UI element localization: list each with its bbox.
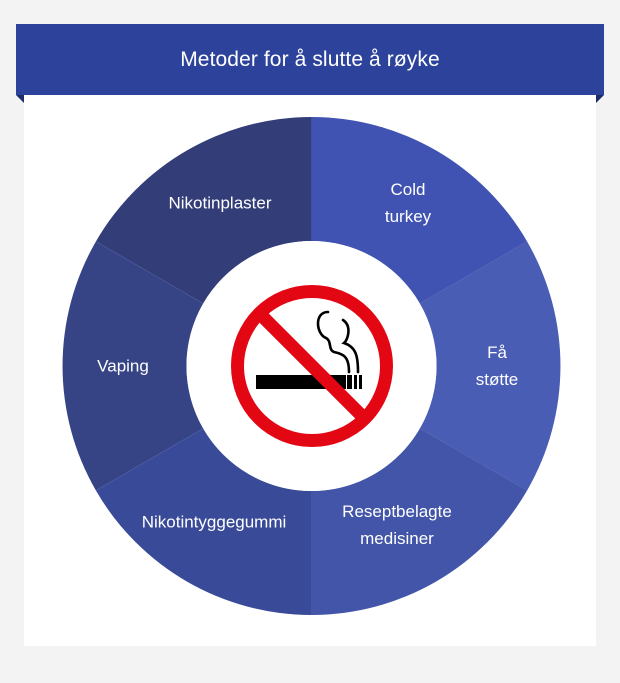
segment-label-nikotinplaster: Nikotinplaster [169, 190, 272, 217]
label-line: Reseptbelagte [342, 502, 452, 521]
banner-fold-left [16, 95, 24, 103]
segment-reseptbelagte-medisiner [311, 428, 528, 615]
segment-label-fa-stotte: Få støtte [476, 339, 519, 393]
segment-dividers [95, 117, 528, 615]
segment-nikotintyggegummi [95, 428, 312, 615]
label-line: Cold [390, 180, 426, 199]
label-line: Nikotinplaster [168, 193, 272, 213]
label-line: Nikotintyggegummi [141, 512, 287, 532]
label-line: Få [487, 343, 507, 362]
segment-fa-stotte [419, 241, 561, 491]
label-line: støtte [475, 370, 519, 389]
segment-label-nikotintyggegummi: Nikotintyggegummi [142, 509, 287, 536]
no-smoking-icon [231, 285, 393, 447]
banner-fold-right [596, 95, 604, 103]
segment-label-cold-turkey: Cold turkey [385, 176, 431, 230]
segment-label-vaping: Vaping [97, 353, 149, 380]
label-line: turkey [384, 207, 432, 226]
label-line: medisiner [360, 529, 434, 548]
segment-label-reseptbelagte-medisiner: Reseptbelagte medisiner [342, 498, 452, 552]
page-title: Metoder for å slutte å røyke [180, 47, 440, 71]
segment-vaping [62, 241, 204, 491]
segment-cold-turkey [311, 117, 528, 304]
title-banner: Metoder for å slutte å røyke [16, 24, 604, 95]
label-line: Vaping [97, 356, 149, 376]
segment-nikotinplaster [95, 117, 312, 304]
